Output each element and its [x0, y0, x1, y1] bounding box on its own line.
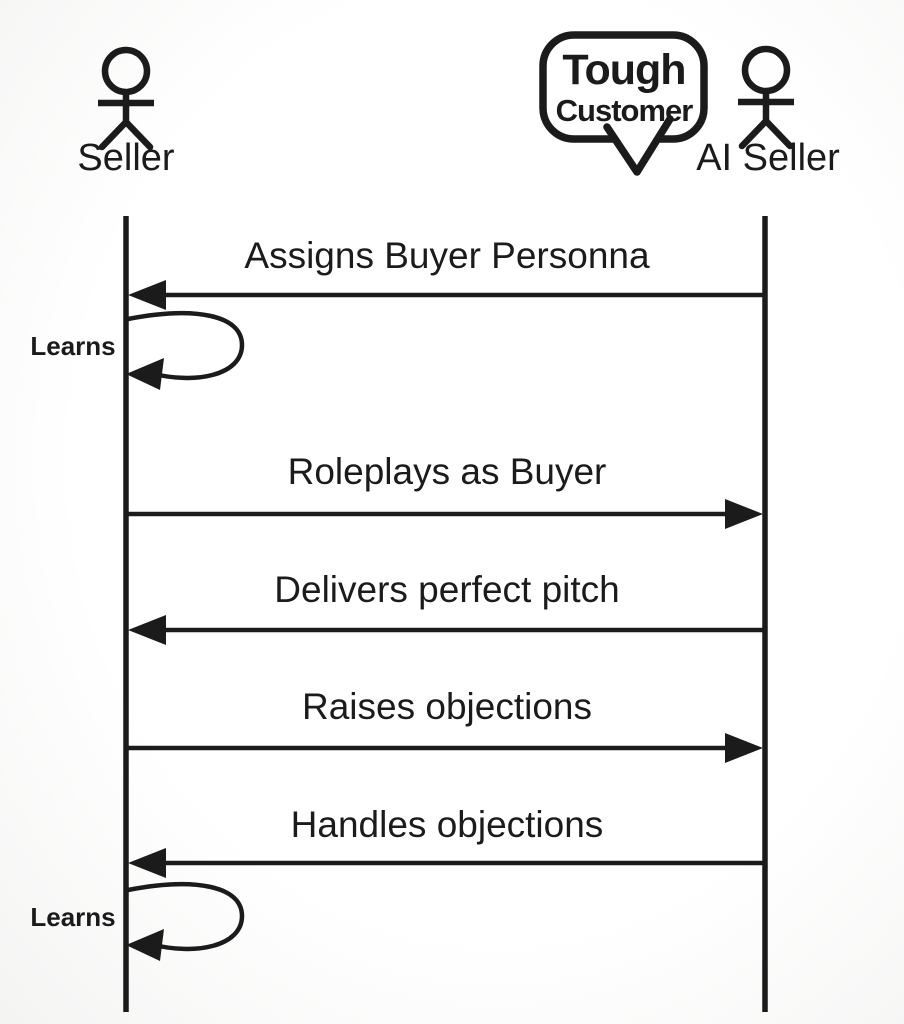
self-loop-line	[127, 881, 245, 952]
actor-ai-seller: AI Seller	[696, 45, 840, 179]
arrowhead-left-icon	[128, 615, 166, 645]
person-icon	[98, 46, 154, 151]
message-assigns-buyer-personna: Assigns Buyer Personna	[128, 235, 763, 310]
speech-bubble-line2: Customer	[556, 93, 694, 128]
self-loop-learns-1: Learns	[30, 310, 245, 390]
message-roleplays-as-buyer: Roleplays as Buyer	[128, 451, 763, 529]
message-label: Roleplays as Buyer	[288, 451, 607, 492]
self-loop-label: Learns	[30, 902, 115, 932]
self-loop-label: Learns	[30, 331, 115, 361]
message-handles-objections: Handles objections	[128, 804, 763, 878]
arrowhead-right-icon	[725, 499, 763, 529]
arrowhead-left-icon	[128, 848, 166, 878]
message-label: Handles objections	[291, 804, 604, 845]
actor-seller-label: Seller	[77, 137, 174, 179]
self-loop-line	[127, 310, 245, 381]
arrowhead-left-icon	[128, 280, 166, 310]
arrowhead-left-icon	[126, 929, 164, 961]
message-raises-objections: Raises objections	[128, 686, 763, 763]
speech-bubble-tail	[603, 115, 674, 176]
arrowhead-right-icon	[725, 733, 763, 763]
self-loop-learns-2: Learns	[30, 881, 245, 961]
message-label: Assigns Buyer Personna	[244, 235, 650, 276]
message-label: Raises objections	[302, 686, 592, 727]
speech-bubble-line1: Tough	[562, 46, 685, 94]
actor-ai-seller-label: AI Seller	[696, 137, 840, 179]
message-label: Delivers perfect pitch	[274, 569, 619, 610]
speech-bubble: Tough Customer	[539, 31, 708, 176]
person-icon	[738, 45, 794, 150]
arrowhead-left-icon	[126, 358, 164, 390]
actor-seller: Seller	[77, 46, 175, 179]
message-delivers-perfect-pitch: Delivers perfect pitch	[128, 569, 763, 645]
